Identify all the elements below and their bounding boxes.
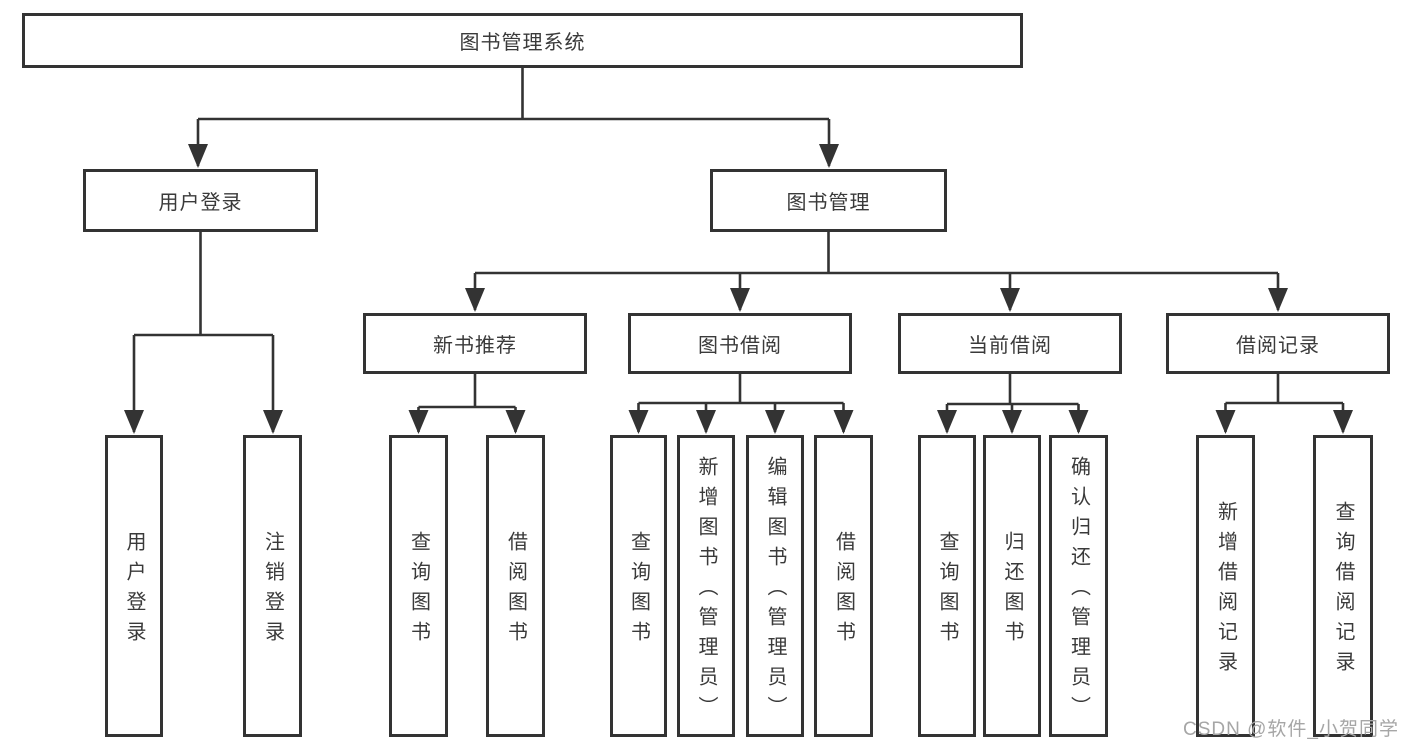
leaf-label: 新增图书（管理员） — [695, 456, 717, 726]
leaf-label: 查询图书 — [407, 531, 430, 651]
leaf-logout: 注销登录 — [243, 435, 302, 737]
leaf-label: 借阅图书 — [832, 531, 855, 651]
leaf-label: 归还图书 — [1001, 531, 1023, 651]
leaf-label: 注销登录 — [261, 531, 284, 651]
node-user-login: 用户登录 — [83, 169, 318, 232]
leaf-label: 查询图书 — [936, 531, 958, 651]
leaf-return-books: 归还图书 — [983, 435, 1041, 737]
leaf-label: 新增借阅记录 — [1214, 501, 1237, 681]
leaf-user-login: 用户登录 — [105, 435, 163, 737]
leaf-borrow-books-recommend: 借阅图书 — [486, 435, 545, 737]
leaf-label: 借阅图书 — [504, 531, 527, 651]
leaf-query-books-recommend: 查询图书 — [389, 435, 448, 737]
leaf-borrow-books: 借阅图书 — [814, 435, 873, 737]
node-borrowing-records: 借阅记录 — [1166, 313, 1390, 374]
leaf-query-borrow-record: 查询借阅记录 — [1313, 435, 1373, 737]
leaf-label: 确认归还（管理员） — [1067, 456, 1090, 726]
leaf-add-book-admin: 新增图书（管理员） — [677, 435, 735, 737]
leaf-label: 用户登录 — [123, 531, 145, 651]
node-new-book-recommendation: 新书推荐 — [363, 313, 587, 374]
node-book-management: 图书管理 — [710, 169, 947, 232]
node-book-borrowing: 图书借阅 — [628, 313, 852, 374]
leaf-add-borrow-record: 新增借阅记录 — [1196, 435, 1255, 737]
leaf-edit-book-admin: 编辑图书（管理员） — [746, 435, 804, 737]
leaf-label: 查询图书 — [627, 531, 650, 651]
leaf-label: 编辑图书（管理员） — [764, 456, 786, 726]
node-library-management-system: 图书管理系统 — [22, 13, 1023, 68]
node-current-borrowing: 当前借阅 — [898, 313, 1122, 374]
leaf-query-books-borrow: 查询图书 — [610, 435, 667, 737]
csdn-watermark: CSDN @软件_小贺同学 — [1183, 719, 1399, 740]
leaf-confirm-return-admin: 确认归还（管理员） — [1049, 435, 1108, 737]
leaf-label: 查询借阅记录 — [1332, 501, 1354, 681]
leaf-query-books-current: 查询图书 — [918, 435, 976, 737]
